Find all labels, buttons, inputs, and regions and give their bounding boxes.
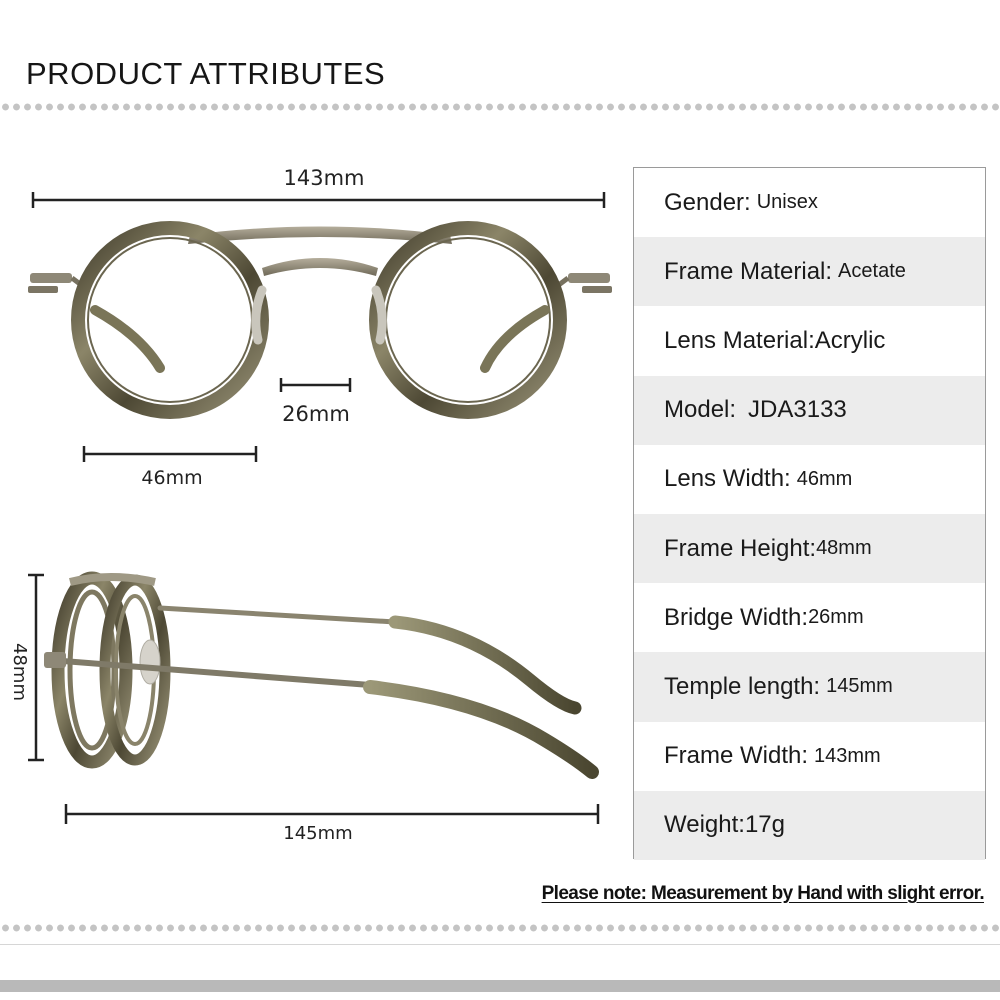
spec-row-frame-material: Frame Material: Acetate — [634, 237, 985, 307]
dotted-divider-bottom — [0, 922, 1000, 934]
spec-row-lens-material: Lens Material: Acrylic — [634, 306, 985, 375]
spec-value: 46mm — [796, 467, 853, 490]
spec-key: Weight: — [664, 811, 745, 839]
glasses-front-view — [28, 221, 612, 419]
spec-value: 17g — [744, 811, 785, 839]
glasses-side-view — [44, 571, 599, 779]
spec-value: 143mm — [814, 744, 881, 767]
spec-value: JDA3133 — [748, 396, 847, 424]
page-title: PRODUCT ATTRIBUTES — [26, 56, 386, 91]
spec-value: Acetate — [838, 260, 906, 283]
spec-key: Frame Width: — [664, 742, 809, 770]
bottom-bar — [0, 980, 1000, 992]
spec-row-gender: Gender: Unisex — [634, 168, 985, 237]
spec-row-temple-length: Temple length: 145mm — [634, 652, 985, 722]
spec-row-weight: Weight: 17g — [634, 790, 985, 860]
measurement-note: Please note: Measurement by Hand with sl… — [541, 883, 985, 904]
spec-key: Frame Material: — [664, 257, 833, 285]
spec-key: Gender: — [664, 188, 751, 216]
divider-line — [0, 944, 1000, 945]
temple-length-dimension: 145mm — [64, 804, 600, 844]
spec-key: Temple length: — [664, 672, 821, 700]
spec-value: 26mm — [808, 606, 864, 629]
frame-width-label: 143mm — [284, 166, 365, 190]
bridge-width-dimension: 26mm — [279, 378, 352, 426]
spec-table: Gender: Unisex Frame Material: Acetate L… — [633, 167, 986, 860]
temple-length-label: 145mm — [283, 823, 352, 844]
spec-row-frame-height: Frame Height: 48mm — [634, 513, 985, 584]
frame-width-dimension: 143mm — [31, 166, 606, 208]
spec-key: Model: — [664, 396, 737, 424]
frame-height-label: 48mm — [9, 643, 30, 701]
spec-key: Lens Width: — [664, 465, 791, 493]
spec-value: Acrylic — [814, 326, 886, 354]
lens-width-label: 46mm — [141, 467, 202, 489]
spec-row-lens-width: Lens Width: 46mm — [634, 445, 985, 514]
bridge-width-label: 26mm — [282, 402, 350, 426]
spec-row-model: Model: JDA3133 — [634, 375, 985, 445]
frame-height-dimension: 48mm — [9, 573, 44, 762]
dotted-divider-top — [0, 101, 1000, 113]
spec-value: 145mm — [826, 675, 893, 698]
spec-key: Bridge Width: — [664, 603, 809, 631]
glasses-dimension-drawing: 143mm 26mm 46mm — [9, 166, 612, 844]
spec-value: 48mm — [816, 537, 872, 560]
spec-value: Unisex — [756, 191, 818, 214]
lens-width-dimension: 46mm — [82, 446, 258, 489]
spec-key: Frame Height: — [664, 534, 817, 562]
spec-key: Lens Material: — [664, 326, 815, 354]
spec-row-bridge-width: Bridge Width: 26mm — [634, 583, 985, 652]
spec-row-frame-width: Frame Width: 143mm — [634, 722, 985, 791]
